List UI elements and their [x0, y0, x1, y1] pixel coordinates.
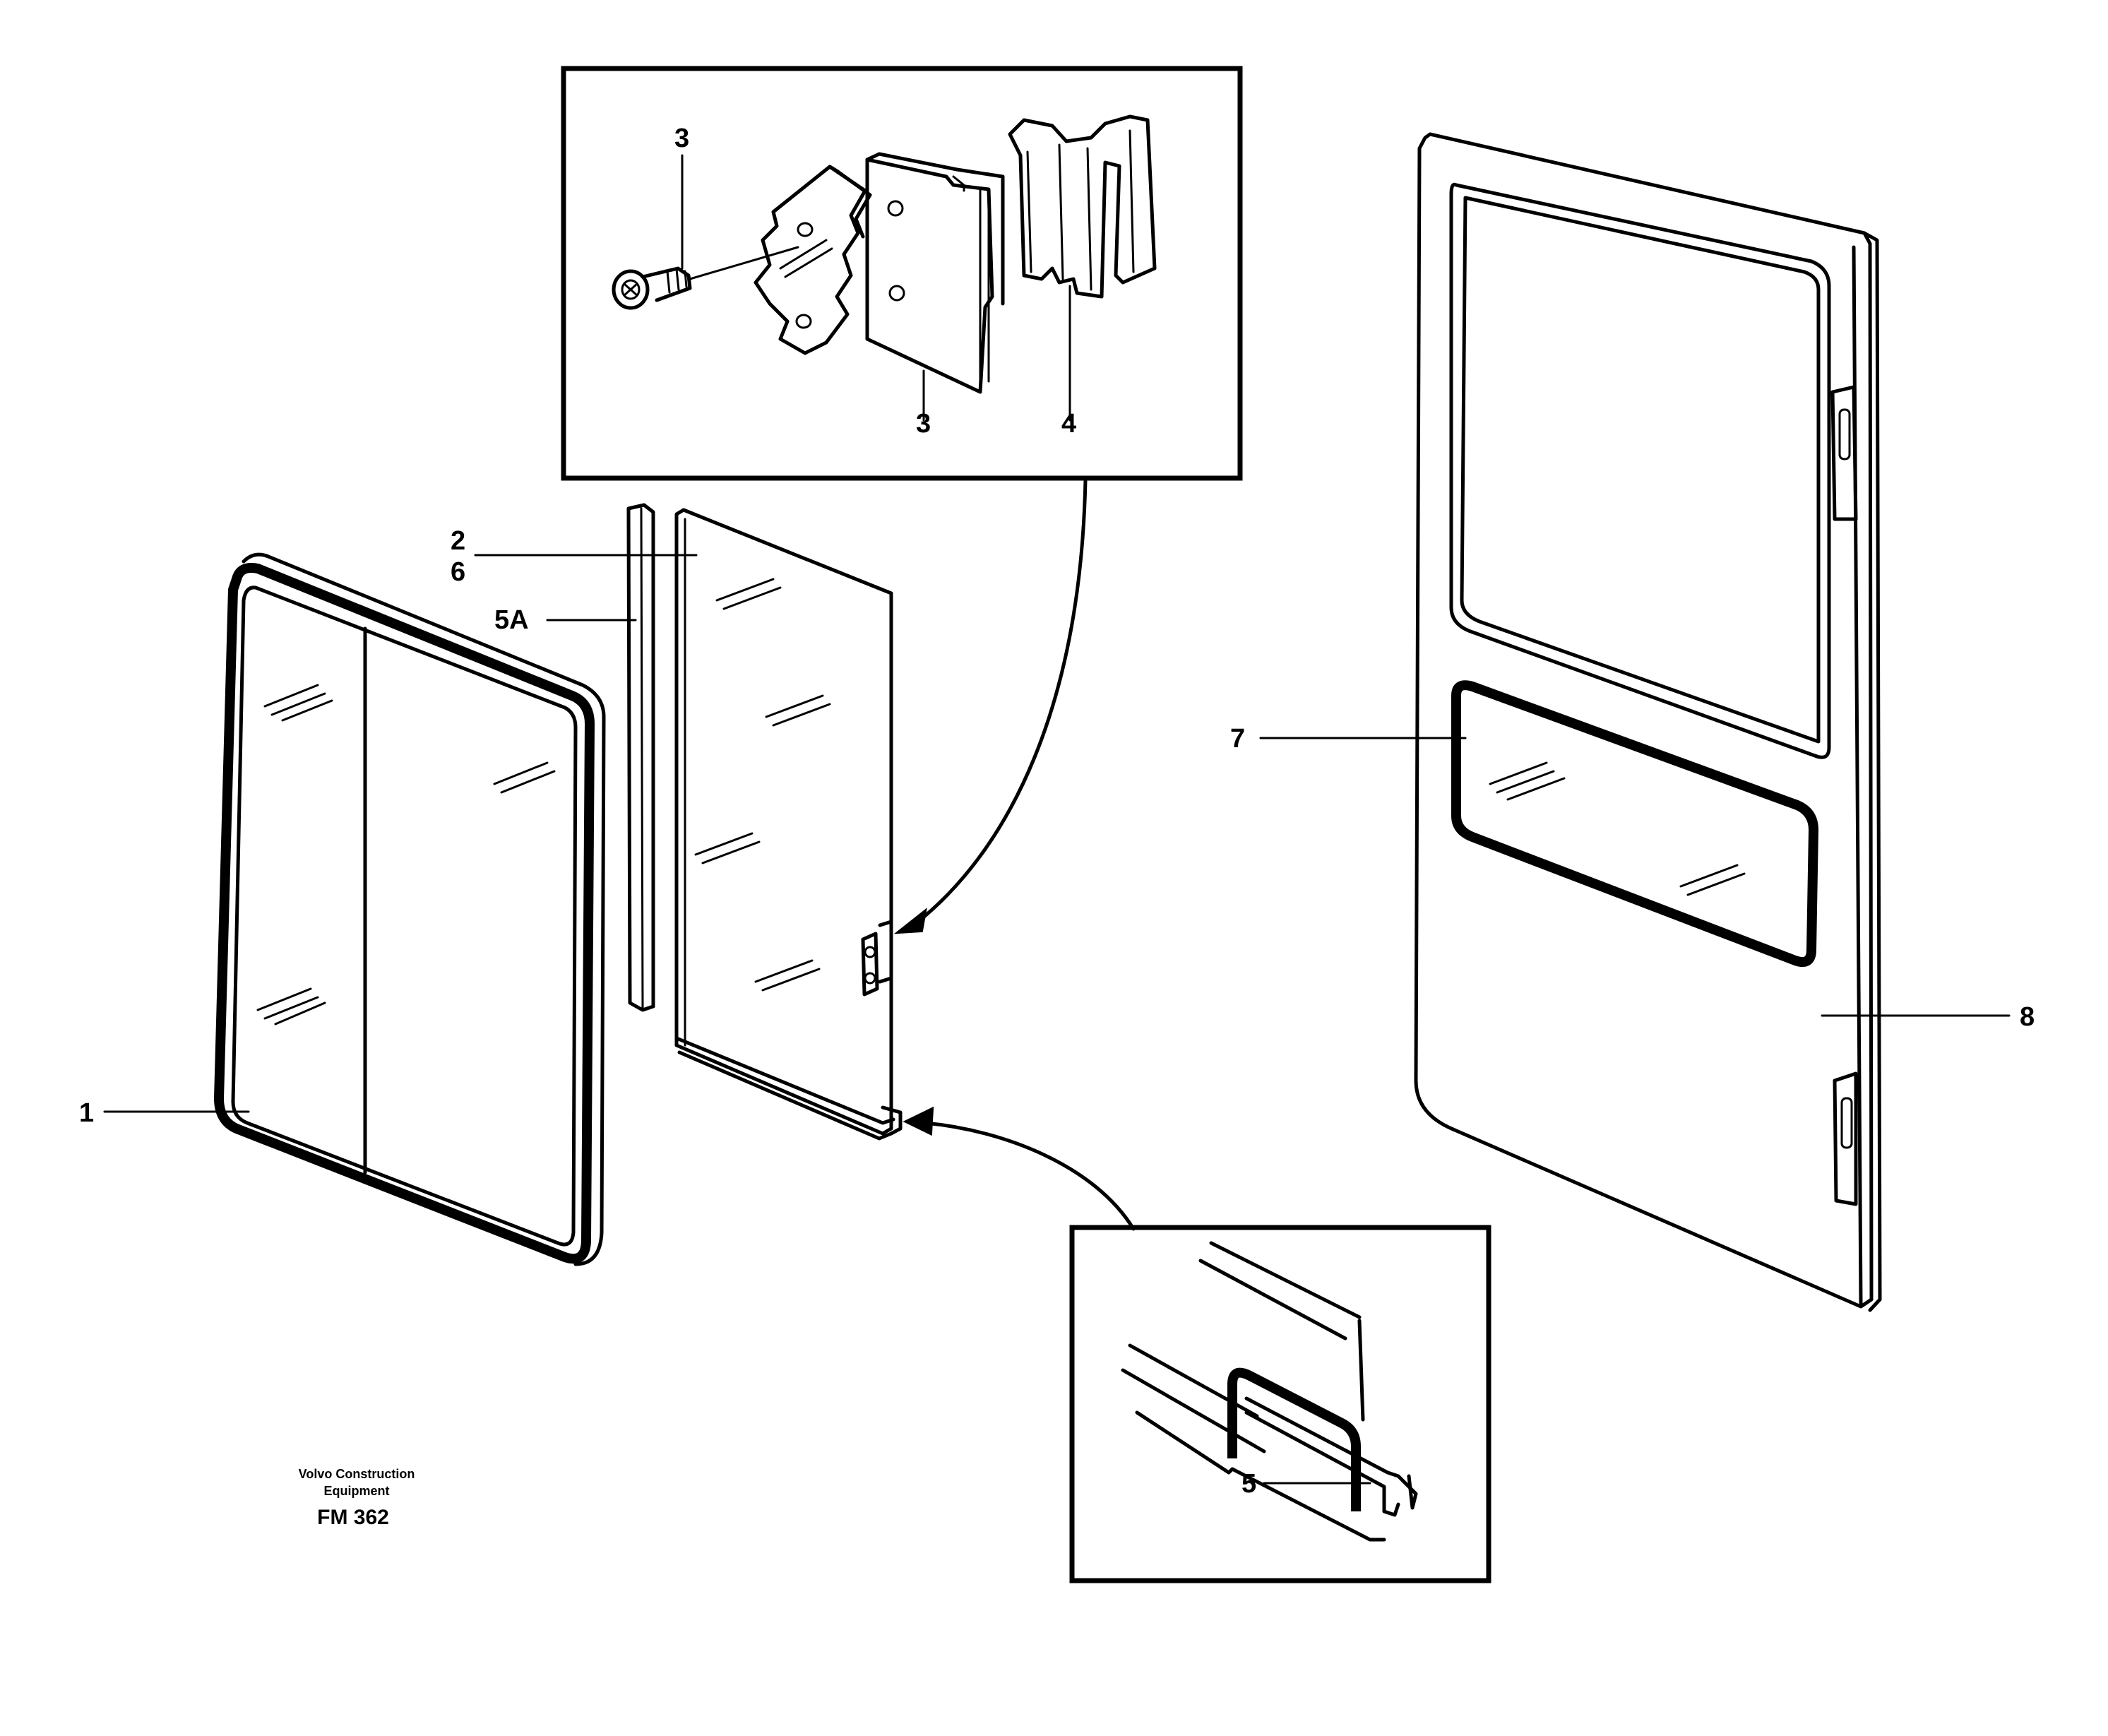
screw-part — [612, 246, 799, 310]
window-glass-with-seal — [214, 552, 606, 1266]
bracket-plate — [754, 165, 872, 355]
callout-4: 4 — [1061, 409, 1076, 439]
detail-inset-hinge — [561, 66, 1243, 481]
callout-6: 6 — [451, 557, 465, 587]
callout-1: 1 — [79, 1098, 94, 1128]
callout-8: 8 — [2020, 1002, 2035, 1032]
seal-strip-5a — [626, 503, 655, 1012]
figure-code: FM 362 — [317, 1506, 389, 1529]
clamp-block — [865, 152, 1005, 394]
callout-5: 5 — [1241, 1469, 1256, 1499]
detail-inset-channel — [1069, 1225, 1491, 1583]
company-name-line2: Equipment — [324, 1484, 390, 1498]
sliding-glass-panel — [674, 508, 903, 1141]
company-name-line1: Volvo Construction — [299, 1467, 415, 1481]
leader-lines — [103, 554, 2011, 1485]
callout-3-block: 3 — [916, 409, 931, 439]
cab-door — [1414, 132, 1882, 1312]
callout-5a: 5A — [494, 605, 529, 635]
pointer-arrows — [893, 478, 1136, 1231]
callout-2: 2 — [451, 526, 465, 556]
callout-7: 7 — [1230, 724, 1245, 754]
profile-strip — [1008, 114, 1157, 299]
callout-3-screw: 3 — [674, 124, 689, 153]
